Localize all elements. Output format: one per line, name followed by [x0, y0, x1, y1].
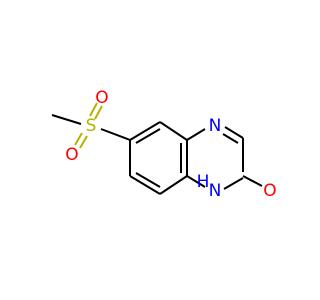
bond-sulfur-oxygen-bottom-a: [74, 132, 83, 146]
bond-sulfur-oxygen-top-a: [89, 102, 98, 117]
bond-n-top-c: [224, 126, 244, 139]
bond-sulfur-ring: [100, 128, 131, 141]
bond-ring-2: [159, 121, 188, 141]
bond-ring-inner-1: [135, 128, 161, 144]
bond-n-top-c-inner: [222, 133, 239, 144]
atom-nitrogen-bottom: N: [209, 181, 222, 201]
bond-c-n-top: [186, 128, 206, 141]
atom-oxygen-bottom: O: [65, 145, 78, 165]
bond-sulfur-oxygen-top-b: [94, 105, 103, 120]
bond-n-bottom-c: [186, 175, 206, 188]
atom-oxygen-hydroxy: O: [263, 181, 276, 201]
molecule-canvas: O S O N N H O: [51, 88, 277, 201]
bond-methyl-sulfur: [51, 114, 82, 125]
bond-ring-1: [129, 121, 161, 141]
bond-lines: [51, 102, 263, 195]
bond-ring-5: [129, 175, 161, 195]
molecule-structure: O S O N N H O: [51, 88, 277, 201]
bond-c-oxygen: [242, 175, 263, 187]
atom-nitrogen-top: N: [209, 116, 222, 136]
atom-oxygen-top: O: [95, 88, 108, 108]
bond-sulfur-oxygen-bottom-b: [79, 135, 88, 149]
bond-c-n-bottom: [223, 177, 244, 190]
bond-ring-4: [159, 175, 188, 195]
atom-hydrogen-on-nitrogen: H: [197, 172, 210, 192]
atom-sulfur: S: [86, 116, 97, 136]
bond-ring-inner-3: [135, 172, 161, 188]
